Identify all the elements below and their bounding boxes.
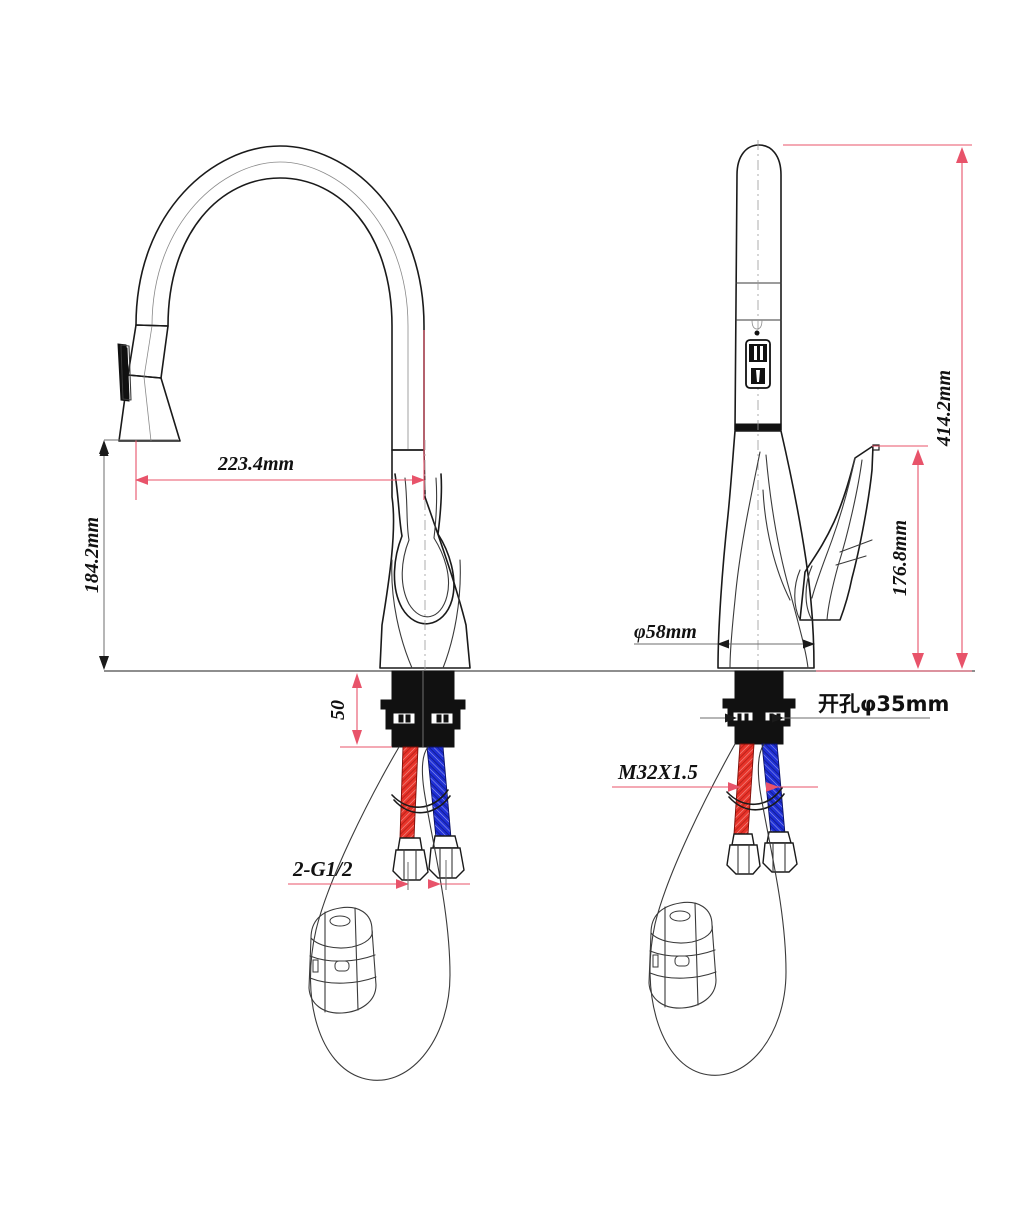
pull-down-hose-loop — [309, 746, 451, 1081]
dimension-handle-height: 176.8mm — [872, 445, 928, 669]
dimension-hole-diameter-label: 开孔φ35mm — [818, 692, 949, 716]
pull-down-hose-loop-side — [649, 743, 787, 1076]
pull-down-counterweight — [308, 906, 377, 1014]
pull-down-spray-head — [117, 324, 181, 442]
hose-connector-nut-hot — [392, 837, 429, 881]
dimension-mounting-thread-label: M32X1.5 — [617, 760, 698, 784]
deck-mount-nut-assembly — [380, 670, 466, 748]
hose-tie-wrap-side — [726, 787, 785, 811]
dimension-overall-height-label: 414.2mm — [933, 370, 955, 447]
dimension-spout-height-label: 184.2mm — [81, 517, 103, 593]
dimension-base-diameter-label: φ58mm — [634, 621, 697, 643]
dimension-supply-thread-label: 2-G1/2 — [292, 857, 353, 881]
dimension-spout-height: 184.2mm — [81, 439, 178, 670]
hose-connector-nut-hot-side — [726, 833, 761, 875]
single-lever-handle — [794, 444, 880, 621]
dimension-hole-diameter: 开孔φ35mm — [700, 692, 949, 723]
spray-head-column — [734, 140, 782, 700]
hose-tie-wrap — [391, 789, 451, 814]
dimension-mounting-thread: M32X1.5 — [612, 760, 818, 792]
dimension-reach-label: 223.4mm — [217, 453, 294, 475]
dimension-handle-height-label: 176.8mm — [889, 520, 911, 596]
dimension-deck-thickness: 50 — [327, 673, 392, 748]
front-view-left — [117, 145, 471, 1081]
dimension-base-diameter: φ58mm — [634, 621, 815, 649]
pull-down-counterweight-side — [648, 901, 717, 1009]
dimension-supply-thread: 2-G1/2 — [288, 857, 470, 890]
dimension-reach: 223.4mm — [134, 330, 426, 500]
dimension-overall-height: 414.2mm — [783, 144, 972, 672]
dimension-deck-thickness-label: 50 — [327, 700, 349, 720]
